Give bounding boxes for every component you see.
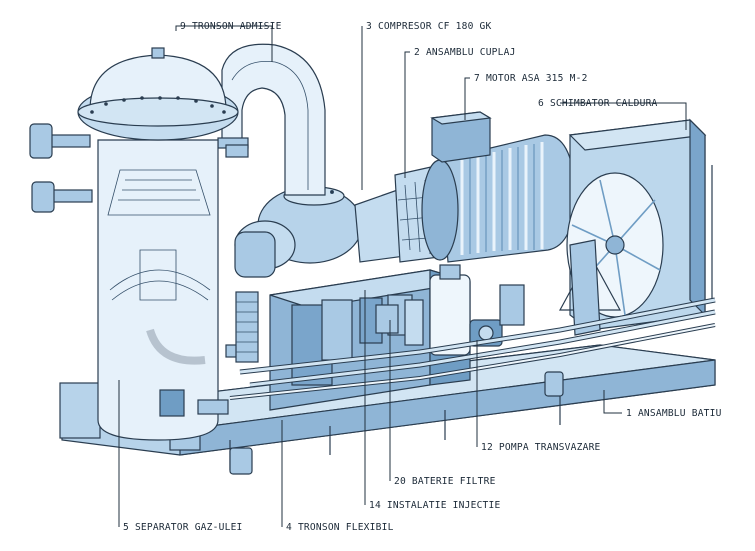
leader-lines: [118, 25, 687, 527]
callout-labels: 9 TRONSON ADMISIE 3 COMPRESOR CF 180 GK …: [123, 21, 722, 533]
intake-pipe-drawing: [217, 43, 326, 196]
flexible-section-drawing: [235, 291, 259, 363]
label-schimbator-caldura: 6 SCHIMBATOR CALDURA: [538, 98, 658, 109]
label-tronson-admisie: 9 TRONSON ADMISIE: [180, 21, 282, 32]
label-tronson-flexibil: 4 TRONSON FLEXIBIL: [286, 522, 394, 533]
motor-drawing: [421, 111, 576, 263]
leader-tronson-admisie-drop: [176, 25, 273, 62]
label-ansamblu-batiu: 1 ANSAMBLU BATIU: [626, 408, 722, 419]
separator-vessel-drawing: [29, 47, 251, 441]
label-separator-gaz-ulei: 5 SEPARATOR GAZ-ULEI: [123, 522, 243, 533]
label-motor: 7 MOTOR ASA 315 M-2: [474, 73, 588, 84]
label-instalatie-injectie: 14 INSTALATIE INJECTIE: [369, 500, 500, 511]
leader-ansamblu-batiu: [603, 390, 622, 414]
oil-pipework-drawing: [229, 297, 716, 400]
label-baterie-filtre: 20 BATERIE FILTRE: [394, 476, 496, 487]
leader-schimbator: [560, 102, 687, 130]
heat-exchanger-drawing: [558, 118, 713, 336]
leader-motor: [464, 77, 470, 120]
label-compresor: 3 COMPRESOR CF 180 GK: [366, 21, 492, 32]
leader-ansamblu-cuplaj: [404, 51, 410, 178]
label-pompa-transvazare: 12 POMPA TRANSVAZARE: [481, 442, 601, 453]
label-ansamblu-cuplaj: 2 ANSAMBLU CUPLAJ: [414, 47, 516, 58]
filter-battery-drawing: [375, 264, 471, 356]
